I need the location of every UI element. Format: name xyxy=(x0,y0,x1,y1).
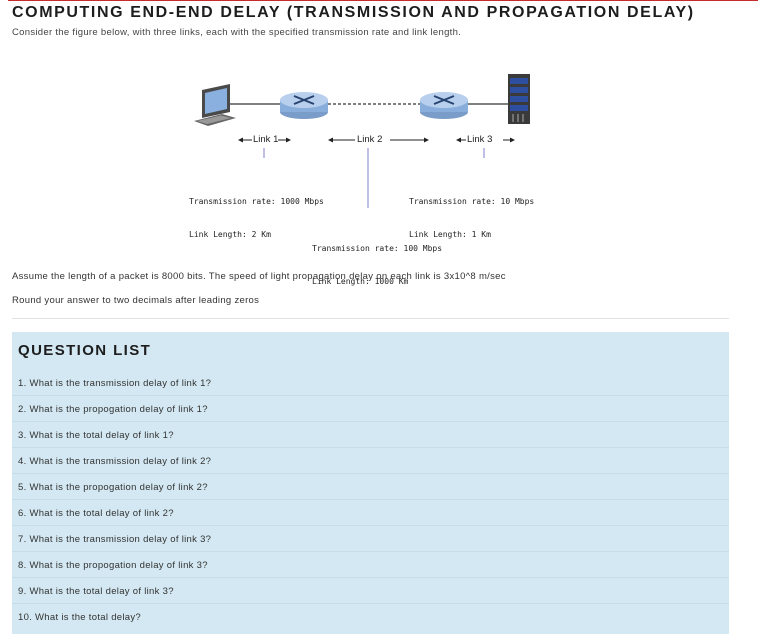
router-icon xyxy=(420,92,468,119)
question-text: 9. What is the total delay of link 3? xyxy=(18,586,174,597)
link-3-label: Link 3 xyxy=(467,134,493,145)
question-separator xyxy=(12,551,729,552)
question-text: 8. What is the propogation delay of link… xyxy=(18,560,208,571)
question-list: 1. What is the transmission delay of lin… xyxy=(12,370,729,630)
question-item[interactable]: 10. What is the total delay? xyxy=(12,604,729,630)
question-separator xyxy=(12,603,729,604)
question-item[interactable]: 7. What is the transmission delay of lin… xyxy=(12,526,729,552)
header-accent-rule xyxy=(8,0,758,1)
question-separator xyxy=(12,395,729,396)
question-text: 10. What is the total delay? xyxy=(18,612,141,623)
question-separator xyxy=(12,499,729,500)
link-2-length: Link Length: 1000 Km xyxy=(312,277,409,286)
question-item[interactable]: 9. What is the total delay of link 3? xyxy=(12,578,729,604)
assumption-text: Assume the length of a packet is 8000 bi… xyxy=(12,271,506,282)
link-2-arrow xyxy=(328,137,429,143)
page-title: COMPUTING END-END DELAY (TRANSMISSION AN… xyxy=(12,4,695,21)
link-1-length: Link Length: 2 Km xyxy=(189,230,271,239)
link-2-label: Link 2 xyxy=(357,134,383,145)
question-separator xyxy=(12,447,729,448)
question-list-heading: QUESTION LIST xyxy=(18,342,152,359)
question-separator xyxy=(12,577,729,578)
page-subtitle: Consider the figure below, with three li… xyxy=(12,27,462,38)
link-3-spec: Transmission rate: 10 Mbps Link Length: … xyxy=(409,174,534,262)
question-item[interactable]: 5. What is the propogation delay of link… xyxy=(12,474,729,500)
question-text: 5. What is the propogation delay of link… xyxy=(18,482,208,493)
question-separator xyxy=(12,473,729,474)
link-3-arrow xyxy=(456,137,515,143)
link-1-label: Link 1 xyxy=(253,134,279,145)
question-text: 7. What is the transmission delay of lin… xyxy=(18,534,212,545)
rounding-instruction: Round your answer to two decimals after … xyxy=(12,295,260,306)
router-icon xyxy=(280,92,328,119)
server-icon xyxy=(508,74,530,124)
question-text: 4. What is the transmission delay of lin… xyxy=(18,456,212,467)
question-text: 3. What is the total delay of link 1? xyxy=(18,430,174,441)
network-diagram xyxy=(194,74,530,208)
network-figure: Link 1 Link 2 Link 3 Transmission rate: … xyxy=(180,66,580,286)
computer-icon xyxy=(194,84,236,126)
link-2-rate: Transmission rate: 100 Mbps xyxy=(312,244,443,253)
question-separator xyxy=(12,421,729,422)
question-separator xyxy=(12,525,729,526)
link-3-length: Link Length: 1 Km xyxy=(409,230,491,239)
link-1-rate: Transmission rate: 1000 Mbps xyxy=(189,197,324,206)
question-item[interactable]: 2. What is the propogation delay of link… xyxy=(12,396,729,422)
question-text: 2. What is the propogation delay of link… xyxy=(18,404,208,415)
question-item[interactable]: 8. What is the propogation delay of link… xyxy=(12,552,729,578)
section-divider xyxy=(12,318,729,319)
question-item[interactable]: 1. What is the transmission delay of lin… xyxy=(12,370,729,396)
link-3-rate: Transmission rate: 10 Mbps xyxy=(409,197,535,206)
link-1-spec: Transmission rate: 1000 Mbps Link Length… xyxy=(189,174,324,262)
question-item[interactable]: 3. What is the total delay of link 1? xyxy=(12,422,729,448)
question-item[interactable]: 6. What is the total delay of link 2? xyxy=(12,500,729,526)
question-text: 6. What is the total delay of link 2? xyxy=(18,508,174,519)
question-list-panel: QUESTION LIST 1. What is the transmissio… xyxy=(12,332,729,634)
link-2-spec: Transmission rate: 100 Mbps Link Length:… xyxy=(312,221,442,309)
link-1-arrow xyxy=(238,137,291,143)
question-item[interactable]: 4. What is the transmission delay of lin… xyxy=(12,448,729,474)
question-text: 1. What is the transmission delay of lin… xyxy=(18,378,212,389)
